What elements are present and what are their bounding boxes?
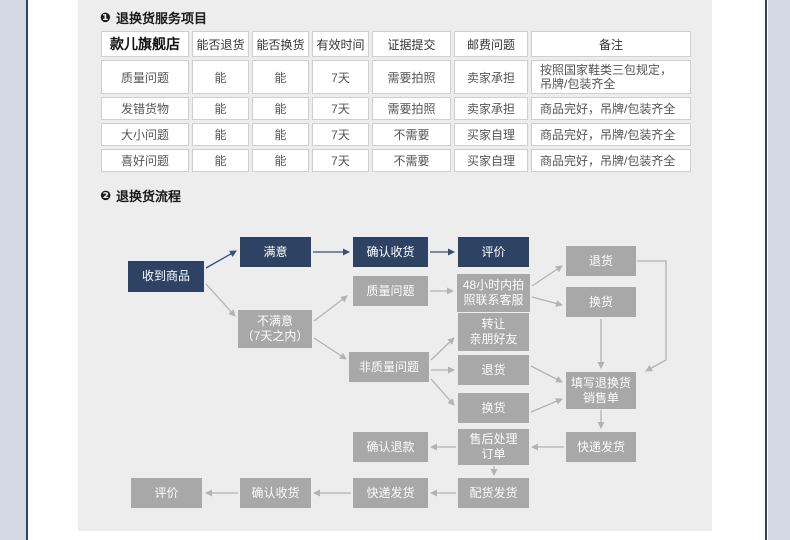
flow-node-dispatch-ship: 配货发货 (458, 478, 529, 508)
left-decor-line (26, 0, 28, 540)
flow-node-express-ship-1: 快递发货 (566, 432, 636, 462)
flow-node-confirm-refund: 确认退款 (353, 432, 428, 462)
table-cell: 商品完好，吊牌/包装齐全 (531, 149, 691, 172)
right-decor-line (765, 0, 767, 540)
shop-name-header: 款儿旗舰店 (101, 31, 189, 57)
table-cell: 卖家承担 (454, 60, 528, 94)
flow-node-unsatisfied: 不满意 （7天之内） (238, 310, 312, 348)
flow-node-confirm-receipt: 确认收货 (353, 237, 428, 267)
flow-node-exchange-1: 换货 (566, 287, 636, 317)
table-cell: 7天 (312, 60, 369, 94)
table-cell: 商品完好，吊牌/包装齐全 (531, 97, 691, 120)
flow-node-receive-goods: 收到商品 (128, 261, 204, 292)
right-decor-strip (768, 0, 790, 540)
table-cell: 7天 (312, 97, 369, 120)
bullet-1-icon: ❶ (100, 9, 112, 25)
table-cell: 7天 (312, 123, 369, 146)
flow-node-fill-return-form: 填写退换货 销售单 (566, 372, 636, 409)
left-decor-strip (0, 0, 26, 540)
flow-node-satisfied: 满意 (240, 237, 311, 267)
table-cell: 买家自理 (454, 123, 528, 146)
flow-node-contact-48h: 48小时内拍 照联系客服 (457, 274, 530, 312)
table-cell: 商品完好，吊牌/包装齐全 (531, 123, 691, 146)
table-cell: 需要拍照 (372, 60, 451, 94)
section-title-process: ❷ 退换货流程 (100, 186, 181, 205)
flow-node-non-quality-issue: 非质量问题 (349, 352, 429, 382)
table-cell: 能 (192, 149, 249, 172)
table-cell: 按照国家鞋类三包规定， 吊牌/包装齐全 (531, 60, 691, 94)
flow-node-exchange-2: 换货 (458, 393, 529, 423)
table-cell: 买家自理 (454, 149, 528, 172)
table-cell: 能 (252, 60, 309, 94)
column-header: 能否换货 (252, 31, 309, 57)
table-cell: 喜好问题 (101, 149, 189, 172)
table-cell: 能 (252, 123, 309, 146)
table-cell: 不需要 (372, 123, 451, 146)
table-cell: 能 (192, 123, 249, 146)
column-header: 备注 (531, 31, 691, 57)
section-2-label: 退换货流程 (116, 189, 182, 204)
table-header-row: 款儿旗舰店能否退货能否换货有效时间证据提交邮费问题备注 (101, 31, 691, 57)
flow-node-quality-issue: 质量问题 (353, 276, 428, 306)
table-cell: 质量问题 (101, 60, 189, 94)
flow-node-express-ship-2: 快递发货 (353, 478, 428, 508)
column-header: 能否退货 (192, 31, 249, 57)
section-1-label: 退换货服务项目 (116, 11, 208, 26)
table-cell: 能 (192, 60, 249, 94)
table-cell: 7天 (312, 149, 369, 172)
flow-node-confirm-receipt-2: 确认收货 (240, 478, 311, 508)
table-cell: 能 (252, 97, 309, 120)
flow-node-aftersale-order: 售后处理 订单 (458, 429, 529, 465)
flow-node-return-1: 退货 (566, 246, 636, 276)
column-header: 邮费问题 (454, 31, 528, 57)
table-cell: 需要拍照 (372, 97, 451, 120)
flow-node-evaluate-2: 评价 (131, 478, 202, 508)
flow-node-transfer-friends: 转让 亲朋好友 (458, 313, 529, 351)
table-cell: 大小问题 (101, 123, 189, 146)
bullet-2-icon: ❷ (100, 187, 112, 203)
table-cell: 卖家承担 (454, 97, 528, 120)
flow-node-evaluate: 评价 (458, 237, 529, 267)
section-title-service-items: ❶ 退换货服务项目 (100, 8, 207, 27)
table-cell: 能 (192, 97, 249, 120)
column-header: 证据提交 (372, 31, 451, 57)
table-cell: 不需要 (372, 149, 451, 172)
table-cell: 能 (252, 149, 309, 172)
column-header: 有效时间 (312, 31, 369, 57)
flow-node-return-2: 退货 (458, 355, 529, 385)
table-cell: 发错货物 (101, 97, 189, 120)
